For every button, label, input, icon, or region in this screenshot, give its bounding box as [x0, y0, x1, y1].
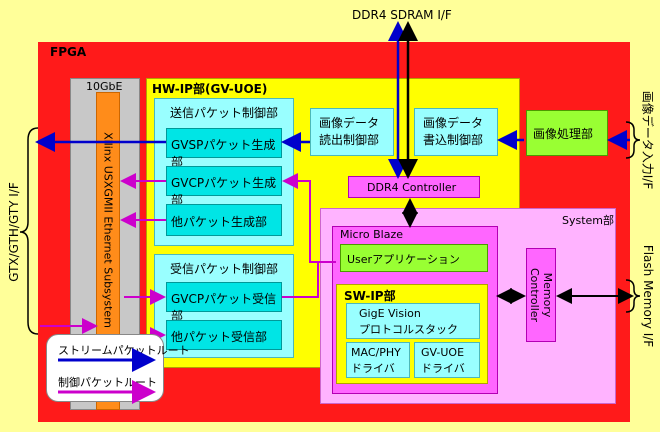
image-read-label-2: 読出制御部 — [319, 133, 380, 147]
legend-stream-label: ストリームパケットルート — [58, 344, 190, 357]
gvsp-generator-block: GVSPパケット生成部 — [166, 128, 282, 169]
gige-label-1: GigE Vision — [359, 307, 421, 320]
macphy-label-1: MAC/PHY — [351, 346, 401, 359]
image-write-label-1: 画像データ — [423, 116, 484, 130]
tx-control-label: 送信パケット制御部 — [170, 106, 279, 120]
tengbe-label: 10GbE — [86, 80, 123, 93]
right-brace-top — [625, 121, 641, 159]
gige-label-2: プロトコルスタック — [359, 323, 458, 336]
image-processing-block: 画像処理部 — [526, 110, 608, 156]
gvuoe-label-1: GV-UOE — [421, 346, 465, 359]
rx-control-label: 受信パケット制御部 — [170, 262, 279, 276]
image-read-label-1: 画像データ — [319, 116, 380, 130]
system-label: System部 — [562, 214, 615, 227]
image-write-label-2: 書込制御部 — [423, 133, 484, 147]
legend-control-label: 制御パケットルート — [58, 376, 157, 389]
left-brace — [19, 127, 39, 335]
memory-controller-block — [526, 248, 556, 342]
other-receiver-block: 他パケット受信部 — [166, 320, 282, 350]
mac-phy-driver-block: MAC/PHY ドライバ — [346, 342, 410, 378]
gvuoe-label-2: ドライバ — [421, 362, 465, 375]
fpga-label: FPGA — [50, 45, 87, 59]
gv-uoe-driver-block: GV-UOE ドライバ — [414, 342, 480, 378]
other-generator-block: 他パケット生成部 — [166, 204, 282, 236]
user-application-block: Userアプリケーション — [340, 244, 488, 272]
gvcp-rx-to-swip-path — [282, 261, 336, 298]
microblaze-label: Micro Blaze — [340, 228, 403, 241]
ddr4-sdram-if-label: DDR4 SDRAM I/F — [352, 8, 452, 22]
gvcp-generator-block: GVCPパケット生成部 — [166, 166, 282, 207]
gige-vision-stack-block: GigE Vision プロトコルスタック — [346, 303, 480, 339]
hwip-label: HW-IP部(GV-UOE) — [152, 82, 268, 96]
right-brace-bottom — [625, 279, 641, 313]
ddr4-controller-block: DDR4 Controller — [348, 176, 480, 198]
macphy-label-2: ドライバ — [351, 362, 395, 375]
image-read-control-block: 画像データ 読出制御部 — [310, 108, 394, 156]
gvcp-receiver-block: GVCPパケット受信部 — [166, 282, 282, 323]
image-write-control-block: 画像データ 書込制御部 — [414, 108, 498, 156]
gvcp-gen-to-swip-path — [282, 173, 336, 263]
swip-label: SW-IP部 — [344, 289, 396, 303]
